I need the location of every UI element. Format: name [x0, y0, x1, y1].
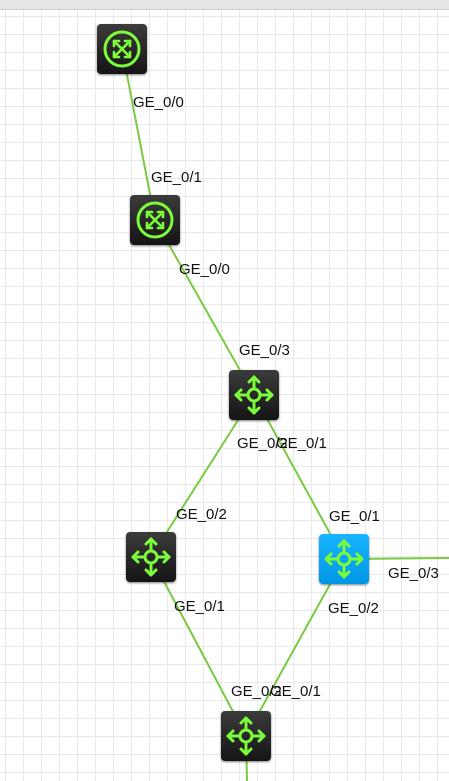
- port-label: GE_0/1: [174, 598, 225, 615]
- router-device-4[interactable]: [126, 532, 176, 582]
- port-label: GE_0/2: [176, 506, 227, 523]
- port-label: GE_0/1: [276, 435, 327, 452]
- four-way-arrows-icon: [234, 375, 274, 415]
- switch-device-1[interactable]: [97, 24, 147, 74]
- port-label: GE_0/0: [179, 261, 230, 278]
- four-way-arrows-icon: [131, 537, 171, 577]
- port-label: GE_0/2: [231, 683, 282, 700]
- four-way-arrows-icon: [226, 716, 266, 756]
- router-device-3[interactable]: [229, 370, 279, 420]
- port-label: GE_0/2: [237, 435, 288, 452]
- port-label: GE_0/3: [239, 342, 290, 359]
- port-label: GE_0/2: [328, 600, 379, 617]
- port-label: GE_0/1: [270, 683, 321, 700]
- port-label: GE_0/1: [151, 169, 202, 186]
- four-way-arrows-icon: [324, 539, 364, 579]
- router-device-5-selected[interactable]: [319, 534, 369, 584]
- switch-device-2[interactable]: [130, 195, 180, 245]
- topology-canvas[interactable]: [0, 10, 449, 781]
- router-device-6[interactable]: [221, 711, 271, 761]
- port-label: GE_0/0: [133, 94, 184, 111]
- cross-arrows-icon: [136, 201, 174, 239]
- cross-arrows-icon: [103, 30, 141, 68]
- port-label: GE_0/1: [329, 508, 380, 525]
- port-label: GE_0/3: [388, 565, 439, 582]
- top-toolbar: [0, 0, 449, 10]
